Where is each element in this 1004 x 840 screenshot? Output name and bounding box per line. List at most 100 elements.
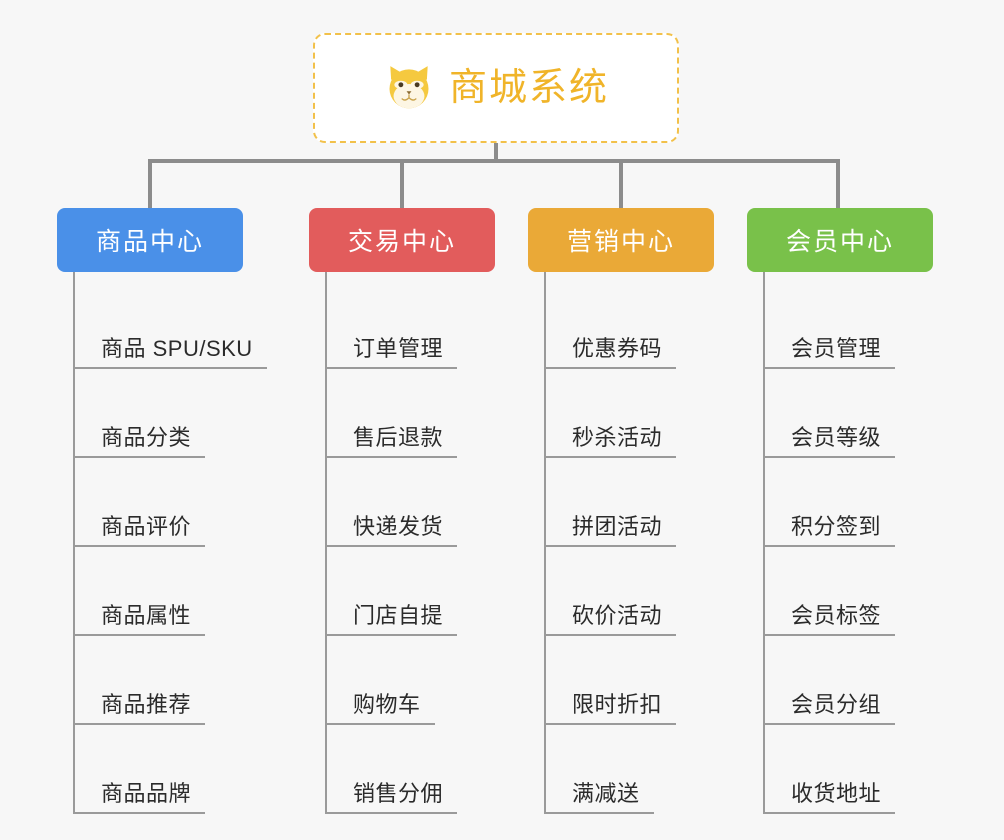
category-title-2: 营销中心 [566, 228, 675, 256]
branch-spine-3 [763, 272, 765, 814]
leaf-item[interactable]: 商品品牌 [73, 725, 277, 814]
leaf-label: 秒杀活动 [572, 424, 663, 450]
leaf-item[interactable]: 优惠券码 [544, 280, 748, 369]
leaf-label: 订单管理 [353, 335, 444, 361]
leaf-underline [763, 812, 895, 814]
leaf-label: 销售分佣 [353, 780, 444, 806]
leaf-underline [763, 545, 895, 547]
leaf-label: 会员标签 [791, 602, 882, 628]
leaf-underline [73, 456, 205, 458]
leaf-label: 购物车 [353, 691, 421, 717]
shiba-dog-face-icon [389, 66, 429, 110]
leaf-label: 会员分组 [791, 691, 882, 717]
leaf-underline [544, 634, 676, 636]
connector-bus [148, 159, 840, 163]
root-title: 商城系统 [448, 67, 609, 109]
leaf-underline [325, 367, 457, 369]
leaf-label: 满减送 [572, 780, 640, 806]
leaf-underline [73, 723, 205, 725]
leaf-item[interactable]: 商品属性 [73, 547, 277, 636]
leaf-list-2: 优惠券码 秒杀活动 拼团活动 砍价活动 限时折扣 满减送 [544, 272, 748, 814]
leaf-item[interactable]: 会员标签 [763, 547, 967, 636]
leaf-underline [73, 367, 267, 369]
branch-spine-2 [544, 272, 546, 814]
connector-drop-0 [148, 159, 152, 209]
category-box-3[interactable]: 会员中心 [747, 208, 933, 272]
leaf-underline [544, 456, 676, 458]
leaf-item[interactable]: 会员管理 [763, 280, 967, 369]
branch-column-3: 会员中心 会员管理 会员等级 积分签到 会员标签 会员分组 [747, 208, 967, 814]
leaf-underline [544, 723, 676, 725]
category-title-3: 会员中心 [785, 228, 894, 256]
leaf-item[interactable]: 商品分类 [73, 369, 277, 458]
leaf-underline [73, 545, 205, 547]
leaf-label: 商品属性 [101, 602, 192, 628]
leaf-label: 积分签到 [791, 513, 882, 539]
leaf-item[interactable]: 门店自提 [325, 547, 529, 636]
leaf-underline [325, 456, 457, 458]
leaf-underline [544, 367, 676, 369]
leaf-item[interactable]: 积分签到 [763, 458, 967, 547]
leaf-underline [73, 812, 205, 814]
branch-spine-1 [325, 272, 327, 814]
leaf-label: 会员管理 [791, 335, 882, 361]
leaf-label: 优惠券码 [572, 335, 663, 361]
leaf-label: 商品 SPU/SKU [101, 335, 253, 361]
leaf-item[interactable]: 购物车 [325, 636, 529, 725]
leaf-item[interactable]: 订单管理 [325, 280, 529, 369]
leaf-list-3: 会员管理 会员等级 积分签到 会员标签 会员分组 收货地址 [763, 272, 967, 814]
leaf-item[interactable]: 快递发货 [325, 458, 529, 547]
leaf-label: 限时折扣 [572, 691, 663, 717]
leaf-label: 商品品牌 [101, 780, 192, 806]
leaf-underline [544, 545, 676, 547]
leaf-item[interactable]: 售后退款 [325, 369, 529, 458]
leaf-label: 商品评价 [101, 513, 192, 539]
connector-drop-1 [400, 159, 404, 209]
category-box-2[interactable]: 营销中心 [528, 208, 714, 272]
category-box-1[interactable]: 交易中心 [309, 208, 495, 272]
leaf-list-0: 商品 SPU/SKU 商品分类 商品评价 商品属性 商品推荐 商品品牌 [73, 272, 277, 814]
leaf-item[interactable]: 收货地址 [763, 725, 967, 814]
leaf-item[interactable]: 满减送 [544, 725, 748, 814]
leaf-item[interactable]: 限时折扣 [544, 636, 748, 725]
connector-root-stem [494, 143, 498, 163]
leaf-item[interactable]: 商品推荐 [73, 636, 277, 725]
leaf-underline [325, 545, 457, 547]
leaf-list-1: 订单管理 售后退款 快递发货 门店自提 购物车 销售分佣 [325, 272, 529, 814]
leaf-label: 收货地址 [791, 780, 882, 806]
branch-column-1: 交易中心 订单管理 售后退款 快递发货 门店自提 购物车 [309, 208, 529, 814]
leaf-label: 门店自提 [353, 602, 444, 628]
leaf-underline [763, 634, 895, 636]
leaf-underline [73, 634, 205, 636]
category-box-0[interactable]: 商品中心 [57, 208, 243, 272]
leaf-underline [763, 367, 895, 369]
leaf-label: 售后退款 [353, 424, 444, 450]
leaf-label: 拼团活动 [572, 513, 663, 539]
leaf-underline [544, 812, 654, 814]
leaf-underline [325, 723, 435, 725]
leaf-underline [763, 723, 895, 725]
leaf-item[interactable]: 砍价活动 [544, 547, 748, 636]
category-title-0: 商品中心 [95, 228, 204, 256]
branch-spine-0 [73, 272, 75, 814]
leaf-item[interactable]: 秒杀活动 [544, 369, 748, 458]
leaf-label: 会员等级 [791, 424, 882, 450]
connector-drop-2 [619, 159, 623, 209]
leaf-label: 快递发货 [353, 513, 444, 539]
leaf-label: 商品推荐 [101, 691, 192, 717]
leaf-item[interactable]: 会员分组 [763, 636, 967, 725]
leaf-underline [325, 812, 457, 814]
leaf-item[interactable]: 销售分佣 [325, 725, 529, 814]
leaf-item[interactable]: 商品评价 [73, 458, 277, 547]
leaf-item[interactable]: 会员等级 [763, 369, 967, 458]
branch-column-2: 营销中心 优惠券码 秒杀活动 拼团活动 砍价活动 限时折扣 [528, 208, 748, 814]
leaf-item[interactable]: 拼团活动 [544, 458, 748, 547]
branch-column-0: 商品中心 商品 SPU/SKU 商品分类 商品评价 商品属性 商品推荐 [57, 208, 277, 814]
leaf-label: 商品分类 [101, 424, 192, 450]
leaf-underline [325, 634, 457, 636]
root-node[interactable]: 商城系统 [313, 33, 679, 143]
leaf-item[interactable]: 商品 SPU/SKU [73, 280, 277, 369]
connector-drop-3 [836, 159, 840, 209]
leaf-label: 砍价活动 [572, 602, 663, 628]
